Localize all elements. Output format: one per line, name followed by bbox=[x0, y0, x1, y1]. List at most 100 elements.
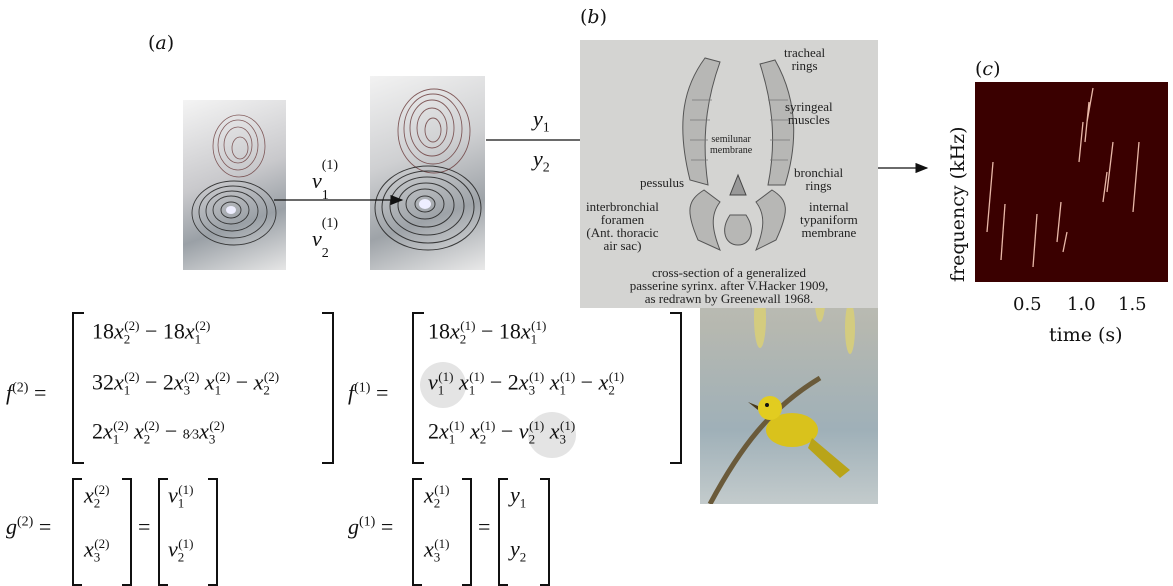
panel-b-letter: b bbox=[587, 6, 600, 28]
y2-symbol: y bbox=[533, 146, 543, 171]
eq-g1-rhs-row2: y2 bbox=[510, 536, 527, 565]
panel-label-c: (c) bbox=[975, 58, 1001, 80]
eq-f1-row2: v1(1) x1(1) − 2x3(1) x1(1) − x2(1) bbox=[428, 369, 625, 398]
spectrogram-xtick-1: 1.0 bbox=[1067, 294, 1096, 315]
eq-f2-lhs: f(2) = bbox=[6, 380, 47, 405]
v1-superscript: (1) bbox=[321, 158, 339, 173]
label-tracheal-line1: tracheal bbox=[784, 45, 826, 60]
panel-a-letter: a bbox=[155, 32, 167, 54]
spectrogram-xtick-0: 0.5 bbox=[1013, 294, 1042, 315]
eq-g2-superscript: (2) bbox=[17, 514, 34, 530]
eq-f2-right-bracket bbox=[322, 312, 334, 464]
label-internal-line2: typaniform bbox=[800, 212, 858, 227]
panel-c-letter: c bbox=[982, 58, 994, 80]
lorenz-attractor-small-drawing bbox=[191, 114, 277, 246]
label-interbronchial-line2: foramen bbox=[600, 212, 645, 227]
eq-g2-symbol: g bbox=[6, 514, 17, 539]
eq-g1-lhs-row2: x3(1) bbox=[424, 536, 450, 565]
y1-subscript: 1 bbox=[542, 120, 550, 136]
eq-g2-lhs-row2: x3(2) bbox=[84, 536, 110, 565]
eq-g2-rhs-left-bracket bbox=[158, 478, 168, 586]
label-pessulus-text: pessulus bbox=[640, 175, 685, 190]
eq-f1-superscript: (1) bbox=[354, 380, 371, 396]
y1-symbol: y bbox=[533, 106, 543, 131]
lorenz-attractor-small-image bbox=[183, 100, 286, 270]
eq-g1-lhs-left-bracket bbox=[412, 478, 422, 586]
label-internal-line3: membrane bbox=[801, 225, 857, 240]
label-interbronchial-line1: interbronchial bbox=[586, 199, 659, 214]
eq-g1-rhs-row1: y1 bbox=[510, 482, 527, 511]
eq-f2-superscript: (2) bbox=[12, 380, 29, 396]
label-syringeal-line2: muscles bbox=[787, 112, 830, 127]
eq-g2-lhs-row1: x2(2) bbox=[84, 482, 110, 511]
eq-g1-equals: = bbox=[478, 514, 491, 539]
eq-f2-row1: 18x2(2) − 18x1(2) bbox=[92, 318, 211, 347]
y2-label: y2 bbox=[533, 146, 550, 176]
eq-g1-rhs-right-bracket bbox=[540, 478, 550, 586]
eq-g2-rhs-right-bracket bbox=[208, 478, 218, 586]
label-semilunar-line1: semilunar bbox=[711, 134, 751, 145]
eq-f2-row2: 32x1(2) − 2x3(2) x1(2) − x2(2) bbox=[92, 369, 280, 398]
eq-f2-symbol: f bbox=[6, 380, 13, 405]
spectrogram-xlabel: time (s) bbox=[1049, 324, 1123, 346]
v1-symbol: v bbox=[312, 168, 322, 193]
label-tracheal-line2: rings bbox=[791, 58, 818, 73]
eq-f1-left-bracket bbox=[412, 312, 424, 464]
v2-symbol: v bbox=[312, 226, 322, 251]
panel-label-b: (b) bbox=[580, 6, 608, 28]
syrinx-caption-line2: passerine syrinx. after V.Hacker 1909, bbox=[629, 278, 829, 293]
spectrogram-xtick-2: 1.5 bbox=[1118, 294, 1147, 315]
lorenz-attractor-large-image bbox=[370, 76, 485, 270]
spectrogram-ylabel: frequency (kHz) bbox=[947, 126, 969, 282]
y1-label: y1 bbox=[533, 106, 550, 136]
label-interbronchial-line4: air sac) bbox=[603, 238, 642, 253]
eq-g2-lhs-left-bracket bbox=[72, 478, 82, 586]
label-pessulus: pessulus bbox=[640, 176, 684, 189]
eq-f1-lhs: f(1) = bbox=[348, 380, 389, 405]
eq-g2-rhs-row1: v1(1) bbox=[168, 482, 194, 511]
label-syringeal-line1: syringeal bbox=[785, 99, 833, 114]
syrinx-drawing bbox=[682, 57, 795, 252]
label-bronchial-line2: rings bbox=[805, 178, 832, 193]
v1-label: v(1) 1 bbox=[312, 158, 338, 203]
eq-g2-equals: = bbox=[138, 514, 151, 539]
eq-g1-lhs-row1: x2(1) bbox=[424, 482, 450, 511]
eq-f1-row1: 18x2(1) − 18x1(1) bbox=[428, 318, 547, 347]
panel-label-a: (a) bbox=[148, 32, 175, 54]
label-interbronchial-line3: (Ant. thoracic bbox=[586, 225, 659, 240]
spectrogram-plot bbox=[975, 82, 1168, 282]
eq-g2-lhs-right-bracket bbox=[122, 478, 132, 586]
eq-f1-right-bracket bbox=[670, 312, 682, 464]
eq-f2-row3: 2x1(2) x2(2) − 8⁄3x3(2) bbox=[92, 418, 225, 447]
label-internal-line1: internal bbox=[809, 199, 849, 214]
eq-g1-lhs-right-bracket bbox=[462, 478, 472, 586]
highlight-v2 bbox=[528, 412, 576, 458]
highlight-v1 bbox=[420, 362, 466, 408]
syrinx-caption-line3: as redrawn by Greenewall 1968. bbox=[644, 291, 814, 306]
eq-g2-rhs-row2: v2(1) bbox=[168, 536, 194, 565]
eq-g2-lhs: g(2) = bbox=[6, 514, 52, 539]
v2-subscript: 2 bbox=[321, 246, 329, 262]
label-bronchial-line1: bronchial bbox=[794, 165, 844, 180]
y2-subscript: 2 bbox=[542, 160, 550, 176]
label-semilunar-line2: membrane bbox=[710, 145, 753, 156]
eq-f1-row3: 2x1(1) x2(1) − v2(1) x3(1) bbox=[428, 418, 576, 447]
eq-g1-lhs: g(1) = bbox=[348, 514, 394, 539]
syrinx-caption-line1: cross-section of a generalized bbox=[651, 265, 807, 280]
v2-label: v(1) 2 bbox=[312, 216, 338, 261]
v1-subscript: 1 bbox=[321, 188, 329, 204]
eq-g1-rhs-left-bracket bbox=[498, 478, 508, 586]
eq-g1-symbol: g bbox=[348, 514, 359, 539]
v2-superscript: (1) bbox=[321, 216, 339, 231]
spectrogram-traces bbox=[986, 87, 1140, 268]
eq-f1-symbol: f bbox=[348, 380, 355, 405]
eq-f2-left-bracket bbox=[72, 312, 84, 464]
